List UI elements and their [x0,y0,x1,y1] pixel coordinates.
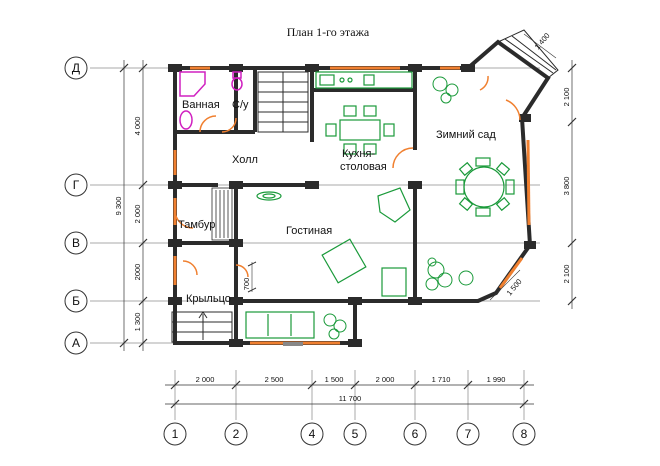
radiator [283,342,303,346]
doors [174,75,521,278]
axis-letter-4: Б [72,294,80,308]
dim-total-horizontal: 11 700 [339,394,361,403]
dim-left-3: 2000 [133,264,142,281]
porch-steps [171,311,233,343]
dim-small-vertical: 700 [242,278,251,291]
room-kitchen-line2: столовая [340,161,387,173]
dim-right-2: 3 800 [562,177,571,196]
bottom-axis-markers [163,422,536,446]
staircase [257,71,309,133]
small-dimension: 700 [242,261,257,293]
dim-left-4: 1 300 [133,313,142,332]
dimension-ticks [119,63,577,409]
axis-letter-3: В [72,236,80,250]
room-vestibule: Тамбур [178,219,215,231]
dim-bottom-3: 1 500 [325,375,344,384]
dim-total-vertical: 9 300 [114,197,123,216]
room-porch: Крыльцо [186,293,231,305]
dim-bottom-4: 2 000 [376,375,395,384]
vestibule-column [211,187,233,241]
dim-left-2: 2 000 [133,205,142,224]
garden-steps [497,29,559,79]
axis-number-5: 6 [412,427,419,441]
axis-lines [90,67,540,420]
plan-title: План 1-го этажа [287,25,370,39]
dim-diagonal-top: 1 400 [533,31,552,51]
axis-number-3: 4 [309,427,316,441]
axis-number-4: 5 [352,427,359,441]
bottom-axis-labels: 1 2 4 5 6 7 8 [172,427,528,441]
room-winter-garden: Зимний сад [436,129,496,141]
dim-bottom-6: 1 990 [487,375,506,384]
bathroom-fixtures [179,71,243,130]
living-furniture [245,187,411,339]
plants [323,76,474,340]
axis-letter-1: Д [72,61,80,75]
kitchen-counter [315,71,413,89]
garden-table-set [455,157,515,217]
axis-letter-5: А [72,336,80,350]
axis-letter-2: Г [73,178,80,192]
dim-right-1: 2 100 [562,88,571,107]
axis-number-2: 2 [233,427,240,441]
left-axis-labels: Д Г В Б А [72,61,80,350]
dim-right-3: 2 100 [562,265,571,284]
room-bathroom: Ванная [182,99,220,111]
room-wc: С/у [232,99,249,111]
bottom-dimension-labels: 2 000 2 500 1 500 2 000 1 710 1 990 11 7… [196,375,506,403]
room-labels: Ванная С/у Холл Кухня- столовая Зимний с… [178,99,496,305]
kitchen-dining-set [325,105,395,155]
left-axis-markers [64,56,88,355]
axis-number-1: 1 [172,427,179,441]
axis-number-7: 8 [521,427,528,441]
windows [173,66,531,345]
left-dimension-labels: 4 000 2 000 2000 1 300 9 300 [114,117,142,332]
log-corners [168,64,536,347]
room-hall: Холл [232,154,258,166]
room-kitchen-line1: Кухня- [342,148,375,160]
room-living: Гостиная [286,225,332,237]
dim-left-1: 4 000 [133,117,142,136]
dimension-lines [123,60,573,405]
dim-bottom-2: 2 500 [265,375,284,384]
right-dimension-labels: 2 100 3 800 2 100 [562,88,571,284]
dim-bottom-1: 2 000 [196,375,215,384]
axis-number-6: 7 [465,427,472,441]
dim-bottom-5: 1 710 [432,375,451,384]
